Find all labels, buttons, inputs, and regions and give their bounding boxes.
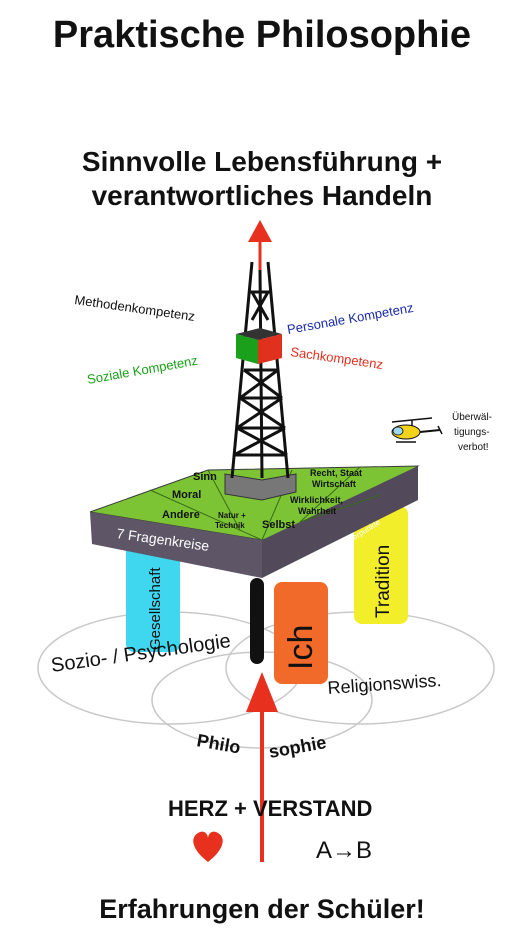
platform-right-side (262, 466, 418, 578)
pillar-gesellschaft: Gesellschaft (126, 530, 180, 652)
pillar-tradition-body (354, 506, 408, 624)
field-recht-line1: Recht, Staat (310, 468, 362, 478)
field-natur-line2: Technik (215, 521, 245, 530)
helicopter-icon (391, 417, 443, 443)
label-subject-competence: Sachkompetenz (290, 344, 384, 372)
platform: Sinn Moral Andere Natur + Technik Selbst… (89, 465, 420, 578)
field-moral: Moral (172, 489, 201, 501)
pillar-ich-label: Ich (282, 625, 320, 670)
goal-line-2: verantwortliches Handeln (91, 180, 433, 211)
page-title: Praktische Philosophie (52, 14, 472, 56)
heart-mind-label: HERZ + VERSTAND (168, 796, 372, 821)
field-natur-line1: Natur + (218, 511, 246, 520)
field-andere: Andere (162, 509, 200, 521)
label-religionswiss: Religionswiss. (327, 670, 442, 698)
tower-base (224, 473, 297, 501)
pillar-ich-body (274, 582, 328, 684)
pillar-tradition: Tradition (354, 506, 408, 624)
label-philosophie-a: Philo (195, 730, 242, 757)
logic-label: A→B (316, 837, 372, 864)
cube-red-face (258, 334, 282, 364)
tower (230, 261, 290, 479)
central-pole (250, 578, 264, 664)
competence-cube (236, 328, 282, 364)
field-recht-line2: Wirtschaft (312, 479, 356, 489)
label-philosophie-b: sophie (267, 732, 328, 762)
heart-icon (193, 831, 223, 862)
helicopter-note-line1: Überwäl- (452, 411, 492, 423)
field-selbst: Selbst (262, 519, 295, 531)
pillar-gesellschaft-label: Gesellschaft (147, 567, 164, 650)
label-method-competence: Methodenkompetenz (74, 292, 196, 324)
field-wirk-line2: Wahrheit (298, 506, 336, 516)
cube-top (236, 328, 282, 340)
helicopter-note-line2: tigungs- (454, 427, 490, 438)
field-sinn: Sinn (193, 471, 217, 483)
cube-green-face (236, 334, 258, 364)
top-arrow (248, 220, 272, 270)
label-personal-competence: Personale Kompetenz (286, 300, 415, 337)
goal-line-1: Sinnvolle Lebensführung + (81, 146, 443, 177)
pillar-ich: Ich (274, 582, 328, 684)
helicopter-note-line3: verbot! (458, 442, 489, 453)
platform-front (90, 512, 262, 578)
base-caption: Erfahrungen der Schüler! (99, 894, 425, 924)
label-social-competence: Soziale Kompetenz (86, 353, 199, 387)
pillar-gesellschaft-body (126, 530, 180, 652)
bottom-arrow (246, 672, 278, 862)
field-wirk-line1: Wirklichkeit, (290, 495, 343, 505)
pillar-tradition-label: Tradition (373, 545, 394, 618)
